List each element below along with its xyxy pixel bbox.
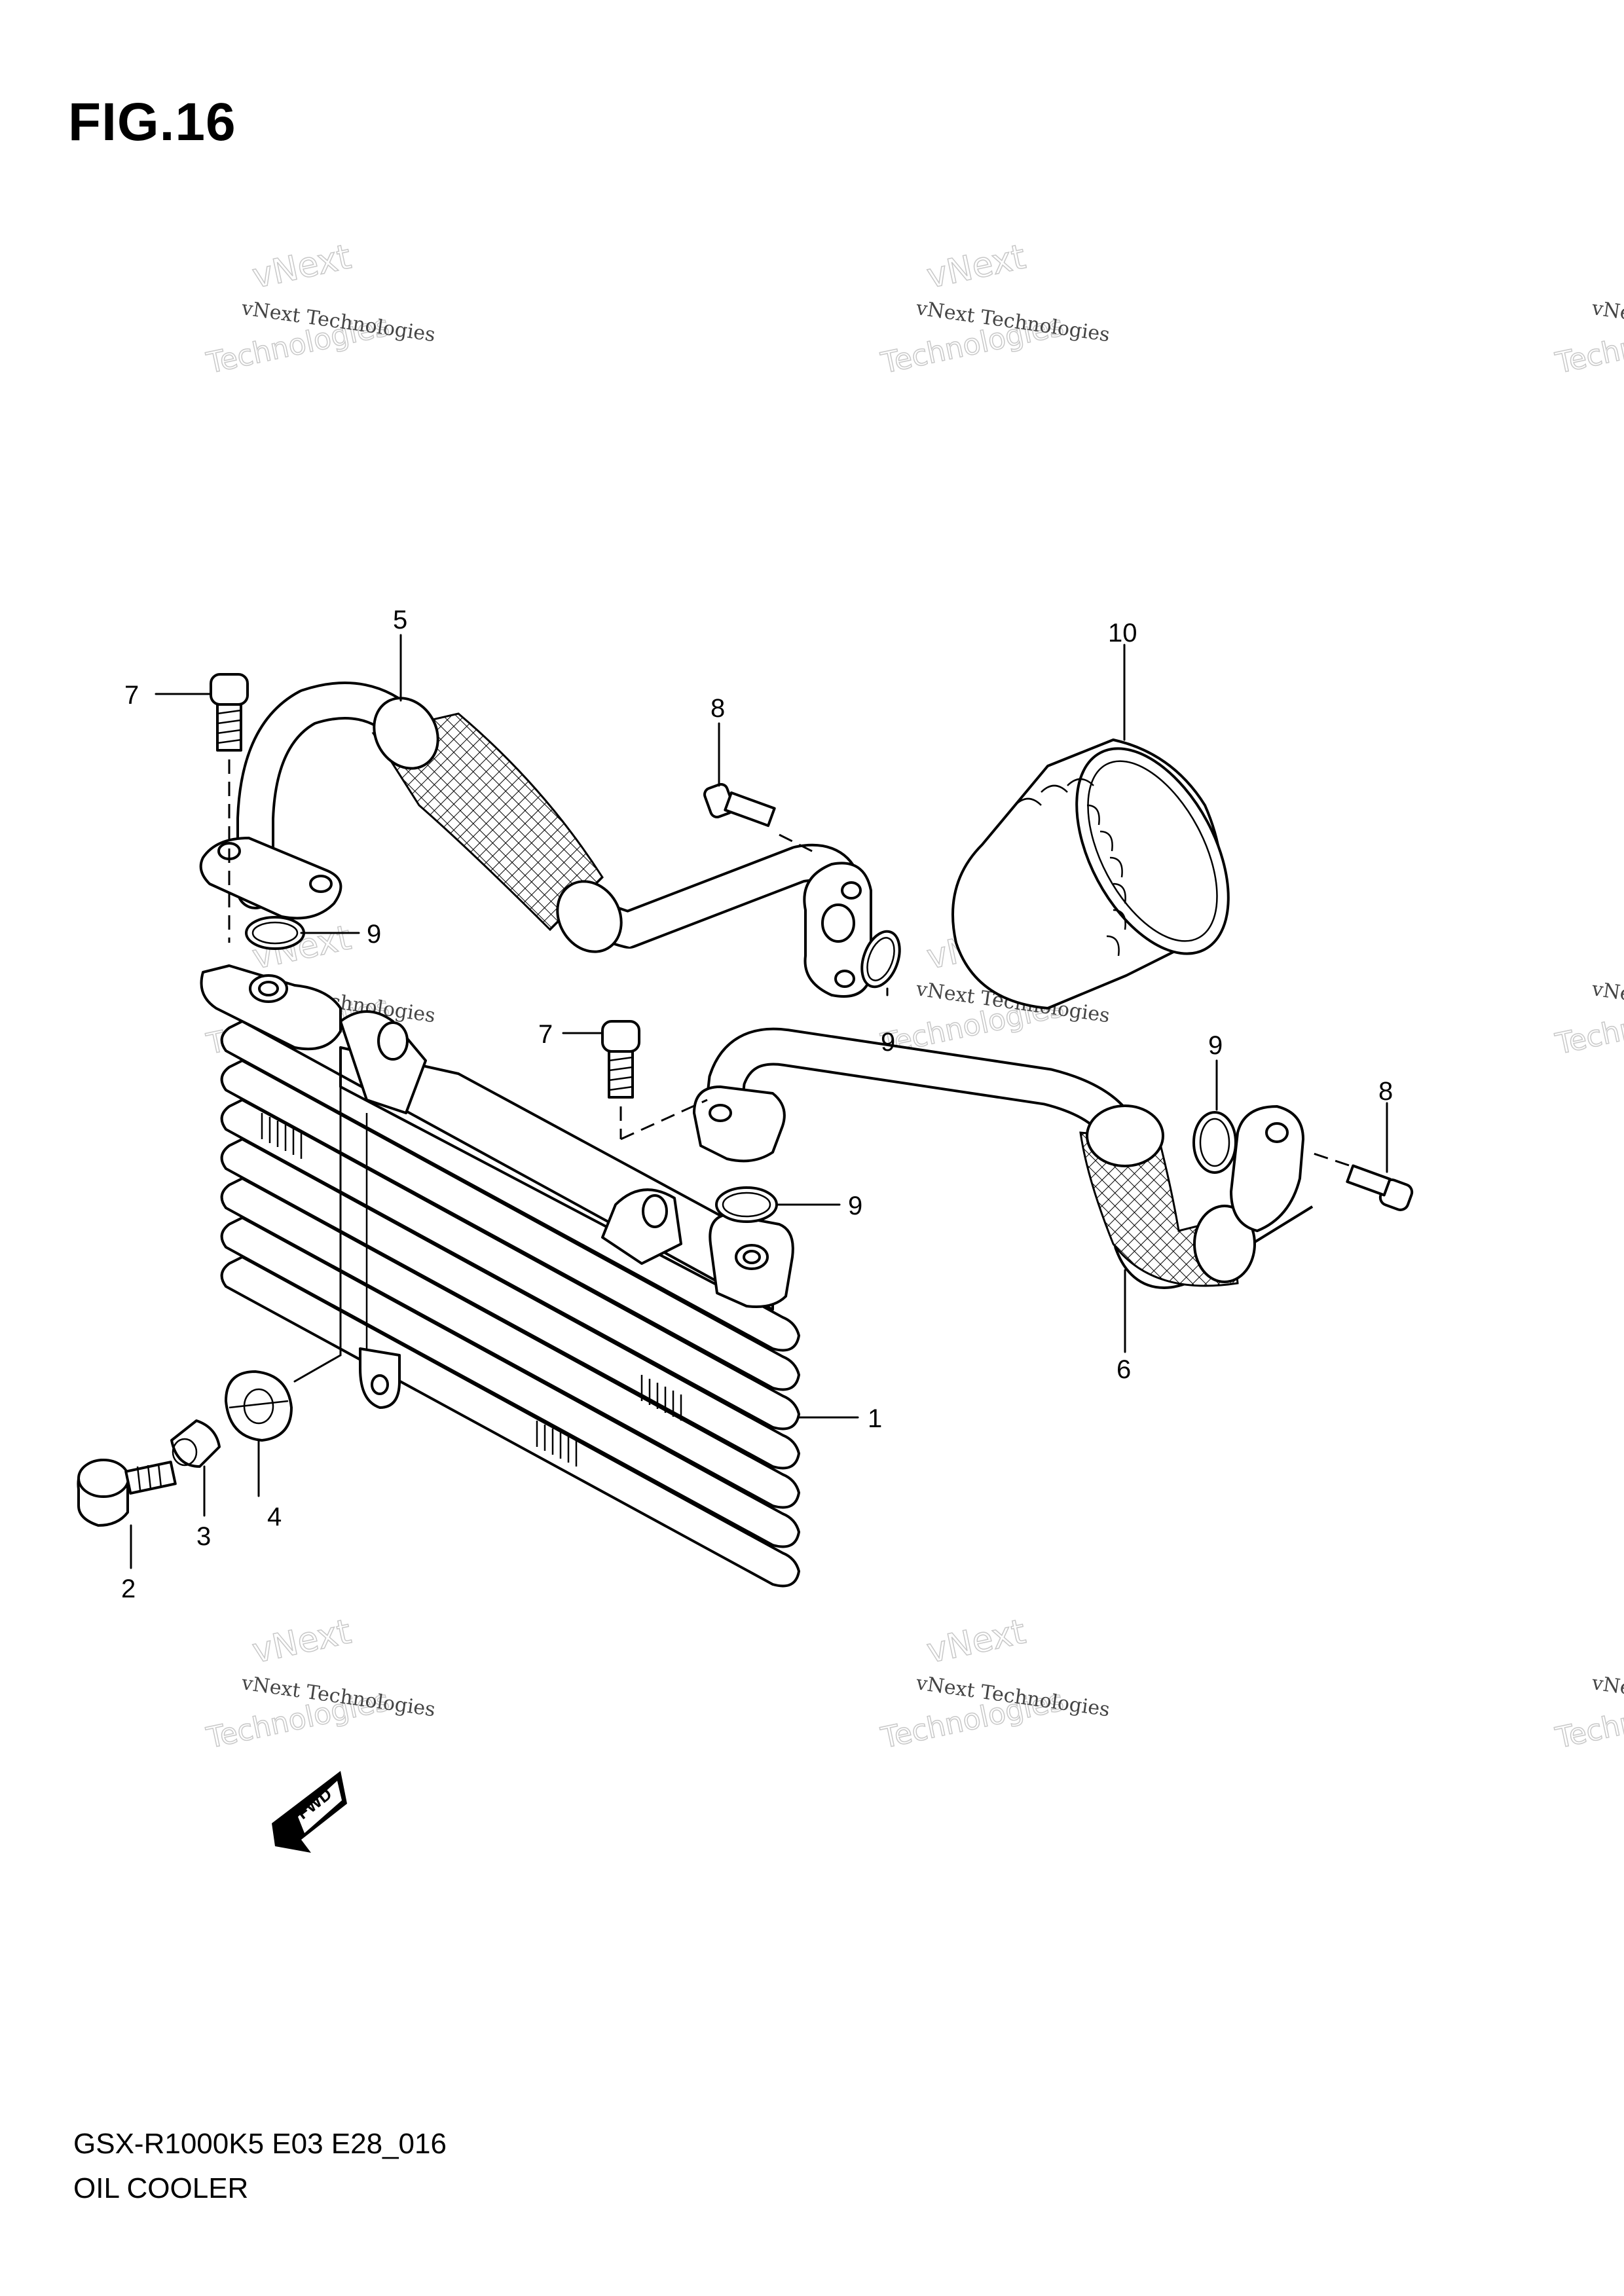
watermark-top-mid: vNext Technologies vNext Technologies — [877, 237, 1111, 381]
collar-part-3 — [170, 1419, 221, 1468]
bolt-part-7-upper — [210, 673, 249, 943]
oil-hose-part-6 — [693, 1027, 1320, 1289]
watermark-mid-right: vNext Technologies Technologies — [1552, 977, 1624, 1062]
oil-cooler-core-part-1 — [200, 964, 801, 1588]
callout-7-middle: 7 — [538, 1020, 553, 1049]
oil-filter-part-10 — [951, 738, 1230, 1010]
callout-9-c: 9 — [848, 1192, 862, 1220]
callout-9-a: 9 — [367, 920, 381, 949]
watermark-vnext: vNext — [249, 237, 354, 296]
watermark-low-left: vNext Technologies vNext Technologies — [203, 1612, 437, 1756]
watermark-low-mid: vNext Technologies vNext Technologies — [877, 1612, 1111, 1756]
o-ring-part-9-b — [860, 930, 901, 989]
callout-6: 6 — [1116, 1355, 1131, 1384]
leader-lines — [130, 634, 1388, 1569]
watermark-top-right: vNext Technologies Technologies — [1552, 297, 1624, 381]
o-ring-part-9-a — [245, 916, 305, 950]
figure-title: FIG.16 — [68, 92, 236, 152]
callout-8-upper: 8 — [710, 694, 725, 723]
callout-1: 1 — [868, 1404, 882, 1433]
watermark-group: vNext Technologies vNext Technologies vN… — [203, 237, 1624, 1756]
callout-3: 3 — [196, 1522, 211, 1551]
grommet-part-4 — [225, 1370, 293, 1442]
watermark-low-right: vNext Technologies Technologies — [1552, 1671, 1624, 1756]
callout-9-b: 9 — [881, 1028, 895, 1057]
bolt-part-8-right — [1309, 1151, 1414, 1211]
bolt-part-7-middle — [601, 1020, 708, 1140]
watermark-vnext: vNext — [249, 1612, 354, 1671]
sheet-title: OIL COOLER — [73, 2172, 249, 2204]
bolt-part-8-upper — [703, 783, 819, 856]
bolt-part-2 — [77, 1459, 177, 1527]
o-ring-part-9-c — [715, 1186, 778, 1223]
callout-10: 10 — [1108, 619, 1137, 647]
callout-7-upper: 7 — [124, 681, 139, 710]
callout-4: 4 — [267, 1503, 282, 1531]
oil-hose-part-5 — [199, 682, 872, 998]
model-code: GSX-R1000K5 E03 E28_016 — [73, 2128, 447, 2160]
watermark-vnext: vNext — [923, 237, 1029, 296]
watermark-vnext: vNext — [923, 1612, 1029, 1671]
callout-9-d: 9 — [1208, 1031, 1223, 1060]
fwd-arrow-icon: FWD — [272, 1771, 347, 1853]
callout-5: 5 — [393, 606, 407, 634]
o-ring-part-9-d — [1192, 1111, 1237, 1174]
watermark-top-left: vNext Technologies vNext Technologies — [203, 237, 437, 381]
callout-2: 2 — [121, 1575, 136, 1603]
callout-8-right: 8 — [1378, 1077, 1393, 1106]
